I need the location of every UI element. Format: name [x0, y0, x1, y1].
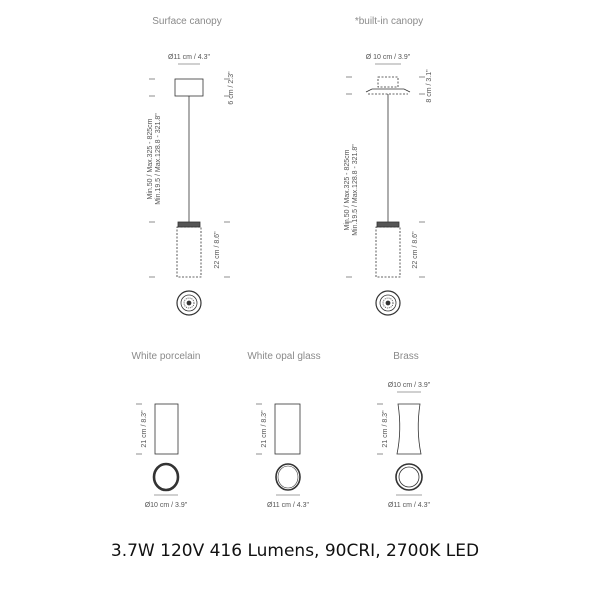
label-white-porcelain: White porcelain: [132, 351, 201, 362]
opal-shade-variant: [274, 403, 301, 491]
builtin-shade: [375, 226, 401, 278]
builtin-canopy-diameter: Ø 10 cm / 3.9": [366, 54, 411, 61]
opal-shade: [274, 403, 301, 455]
surface-canopy-height: 6 cm / 2.3": [228, 71, 235, 105]
porcelain-shade: [154, 403, 179, 455]
builtin-canopy-fixture: [365, 76, 411, 316]
brass-dimension-lines: [377, 391, 422, 496]
label-builtin-canopy: *built-in canopy: [355, 16, 423, 27]
opal-height: 21 cm / 8.3": [261, 410, 268, 448]
builtin-recess-box: [377, 76, 399, 88]
porcelain-shade-variant: [152, 403, 180, 492]
surface-bottom-view: [176, 290, 202, 316]
label-surface-canopy: Surface canopy: [152, 16, 222, 27]
porcelain-bottom-view: [152, 462, 180, 492]
porcelain-diameter: Ø10 cm / 3.9": [145, 502, 188, 509]
brass-bottom-view: [395, 463, 423, 491]
surface-cable-length: Min.50 / Max.325 - 825cm: [147, 118, 154, 199]
brass-top-diameter: Ø10 cm / 3.9": [388, 382, 431, 389]
opal-dimension-lines: [256, 403, 300, 496]
surface-shade-height: 22 cm / 8.6": [214, 231, 221, 269]
label-white-opal-glass: White opal glass: [247, 351, 320, 362]
label-brass: Brass: [393, 351, 419, 362]
builtin-shade-height: 22 cm / 8.6": [412, 231, 419, 269]
builtin-cable-length-in: Min.19.5 / Max.128.8 - 321.8": [352, 144, 359, 236]
surface-shade-top: [177, 221, 201, 228]
builtin-dimension-lines: [346, 63, 425, 278]
surface-dimension-lines: [149, 63, 230, 278]
spec-text: 3.7W 120V 416 Lumens, 90CRI, 2700K LED: [110, 541, 480, 561]
builtin-cable-length: Min.50 / Max.325 - 825cm: [344, 149, 351, 230]
surface-cable-length-in: Min.19.5 / Max.128.8 - 321.8": [155, 113, 162, 205]
brass-shade-variant: [395, 403, 423, 491]
builtin-shade-top: [376, 221, 400, 228]
surface-canopy: [174, 78, 204, 97]
surface-canopy-diameter: Ø11 cm / 4.3": [168, 54, 211, 61]
surface-shade: [176, 226, 202, 278]
builtin-bottom-view: [375, 290, 401, 316]
surface-canopy-fixture: [174, 78, 204, 316]
brass-height: 21 cm / 8.3": [382, 410, 389, 448]
opal-diameter: Ø11 cm / 4.3": [267, 502, 310, 509]
brass-diameter: Ø11 cm / 4.3": [388, 502, 431, 509]
brass-shade: [396, 403, 422, 455]
porcelain-dimension-lines: [136, 403, 178, 496]
opal-bottom-view: [275, 463, 301, 491]
builtin-canopy-flange: [365, 88, 411, 93]
porcelain-height: 21 cm / 8.3": [141, 410, 148, 448]
builtin-canopy-height: 8 cm / 3.1": [426, 69, 433, 103]
